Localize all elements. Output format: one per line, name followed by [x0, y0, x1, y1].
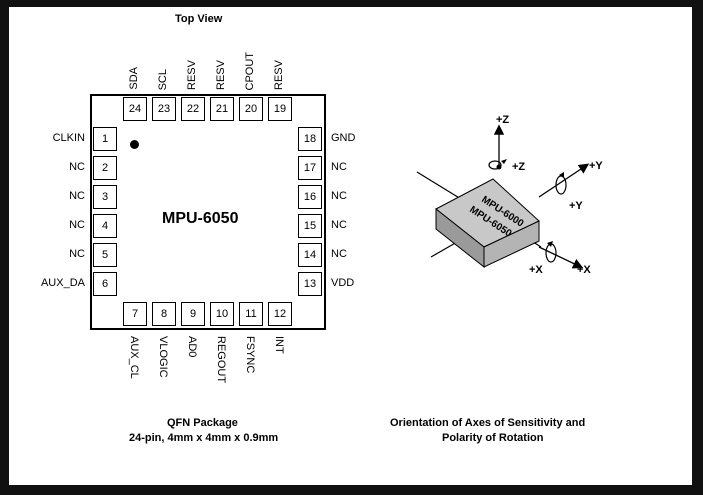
pin-number: 12 — [273, 308, 287, 320]
pin-1-box: 1 — [93, 127, 117, 151]
chip-name-label: MPU-6050 — [162, 210, 239, 227]
pin-2-box: 2 — [93, 156, 117, 180]
pin-16-box: 16 — [298, 185, 322, 209]
axes-orientation-diagram: MPU-6000 MPU-6050 +Z +Z +Y +Y +X +X — [416, 114, 603, 276]
pin-number: 1 — [101, 133, 109, 145]
pin-3-label: NC — [69, 190, 85, 202]
pin-number: 21 — [215, 103, 229, 115]
pin-number: 18 — [303, 133, 317, 145]
x-axis-label: +X — [577, 264, 591, 276]
y-axis-label: +Y — [589, 160, 603, 172]
pin-14-label: NC — [331, 248, 347, 260]
pin-1-label: CLKIN — [52, 132, 85, 144]
pin-18-label: GND — [331, 132, 356, 144]
pin-23-box: 23 — [152, 97, 176, 121]
z-rotation-label: +Z — [512, 161, 525, 173]
pin-9-label: AD0 — [186, 336, 198, 358]
package-caption-line1: QFN Package — [167, 417, 238, 429]
pin-number: 24 — [128, 103, 142, 115]
pin-23-label: SCL — [157, 68, 169, 90]
y-rotation-label: +Y — [569, 200, 583, 212]
pin-8-box: 8 — [152, 302, 176, 326]
pin-19-label: RESV — [273, 60, 285, 90]
pin-20-label: CPOUT — [244, 51, 256, 91]
pin-number: 13 — [303, 278, 317, 290]
pin-22-box: 22 — [181, 97, 205, 121]
orientation-caption-line2: Polarity of Rotation — [442, 432, 544, 444]
top-view-title: Top View — [175, 13, 223, 25]
y-axis-back-line — [416, 171, 462, 200]
pin-number: 16 — [303, 191, 317, 203]
pin-18-box: 18 — [298, 127, 322, 151]
pin-number: 3 — [101, 191, 109, 203]
pin-10-label: REGOUT — [215, 336, 227, 384]
x-rotation-arrowhead — [547, 241, 553, 247]
y-axis-arrow — [538, 163, 590, 198]
pin-number: 19 — [273, 103, 287, 115]
pin-12-box: 12 — [268, 302, 292, 326]
pin-3-box: 3 — [93, 185, 117, 209]
pin-13-label: VDD — [331, 277, 355, 289]
pin-8-label: VLOGIC — [157, 336, 169, 378]
pin-24-box: 24 — [123, 97, 147, 121]
pin-number: 6 — [101, 278, 109, 290]
z-rotation-icon — [488, 160, 502, 170]
pin-number: 23 — [157, 103, 171, 115]
package-caption-line2: 24-pin, 4mm x 4mm x 0.9mm — [129, 432, 279, 444]
pin-number: 17 — [303, 162, 317, 174]
pin-number: 2 — [101, 162, 109, 174]
pin-19-box: 19 — [268, 97, 292, 121]
pin1-marker-dot — [130, 140, 139, 149]
pin-17-box: 17 — [298, 156, 322, 180]
pin-number: 15 — [303, 220, 317, 232]
chip-body: MPU-6050 — [90, 94, 326, 330]
pin-12-label: INT — [273, 336, 285, 354]
pin-number: 8 — [160, 308, 168, 320]
pin-number: 10 — [215, 308, 229, 320]
pin-13-box: 13 — [298, 272, 322, 296]
pin-16-label: NC — [331, 190, 347, 202]
pin-number: 5 — [101, 249, 109, 261]
pin-22-label: RESV — [186, 60, 198, 90]
y-rotation-arrowhead — [559, 172, 564, 178]
z-axis-label: +Z — [496, 114, 509, 126]
pin-6-box: 6 — [93, 272, 117, 296]
pin-24-label: SDA — [128, 67, 140, 90]
pin-number: 7 — [131, 308, 139, 320]
pin-2-label: NC — [69, 161, 85, 173]
pin-11-box: 11 — [239, 302, 263, 326]
pin-number: 22 — [186, 103, 200, 115]
orientation-caption-line1: Orientation of Axes of Sensitivity and — [390, 417, 586, 429]
pin-number: 11 — [245, 308, 257, 320]
pin-20-box: 20 — [239, 97, 263, 121]
pin-7-box: 7 — [123, 302, 147, 326]
pin-21-box: 21 — [210, 97, 234, 121]
pin-4-label: NC — [69, 219, 85, 231]
pin-number: 20 — [244, 103, 258, 115]
pin-15-label: NC — [331, 219, 347, 231]
pin-number: 4 — [101, 220, 109, 232]
pin-9-box: 9 — [181, 302, 205, 326]
pin-21-label: RESV — [215, 60, 227, 90]
x-axis-arrow — [538, 246, 584, 269]
z-rotation-arrowhead — [501, 159, 507, 164]
pin-5-label: NC — [69, 248, 85, 260]
pin-6-label: AUX_DA — [40, 277, 85, 289]
pin-15-box: 15 — [298, 214, 322, 238]
pin-7-label: AUX_CL — [128, 336, 140, 379]
pin-5-box: 5 — [93, 243, 117, 267]
pin-11-label: FSYNC — [244, 336, 256, 374]
pin-number: 14 — [303, 249, 317, 261]
x-rotation-label: +X — [529, 264, 543, 276]
pin-17-label: NC — [331, 161, 347, 173]
pin-number: 9 — [189, 308, 197, 320]
chip-right-face — [483, 220, 540, 268]
pin-10-box: 10 — [210, 302, 234, 326]
pin-4-box: 4 — [93, 214, 117, 238]
pin-14-box: 14 — [298, 243, 322, 267]
